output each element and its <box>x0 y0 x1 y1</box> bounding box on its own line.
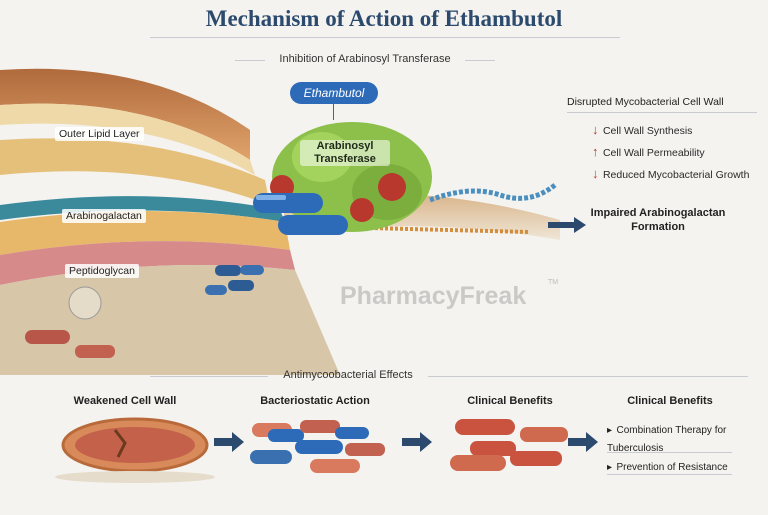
benefit-text-2: Prevention of Resistance <box>616 462 728 473</box>
down-arrow-icon: ↓ <box>592 166 599 181</box>
pink-layer <box>0 241 295 285</box>
benefit-item-2: ▸ Prevention of Resistance <box>607 457 747 475</box>
label-outer-lipid: Outer Lipid Layer <box>55 127 144 141</box>
disrupted-rule <box>567 112 757 113</box>
lipid-band-2 <box>0 103 255 175</box>
triangle-bullet-icon: ▸ <box>607 425 613 436</box>
label-arabinogalactan: Arabinogalactan <box>62 209 146 223</box>
triangle-bullet-icon: ▸ <box>607 462 613 473</box>
right-arrow-icon <box>548 217 586 233</box>
mycolic-columns <box>0 138 270 205</box>
drug-molecule <box>253 193 348 235</box>
disrupted-heading: Disrupted Mycobacterial Cell Wall <box>567 96 724 108</box>
step-clinical-benefits-2: Clinical Benefits <box>627 395 713 407</box>
down-arrow-icon: ↓ <box>592 122 599 137</box>
peptidoglycan-layer <box>0 265 340 375</box>
drug-pointer-line <box>333 104 334 120</box>
top-section-heading: Inhibition of Arabinosyl Transferase <box>279 53 451 65</box>
effect-text-2: Cell Wall Permeability <box>602 147 705 159</box>
step-bacteriostatic: Bacteriostatic Action <box>260 395 370 407</box>
rod-4 <box>240 265 264 275</box>
watermark-text: PharmacyFreak <box>340 282 527 310</box>
effect-row-1: ↓ Cell Wall Synthesis <box>592 121 692 139</box>
orange-bead-chain <box>369 226 531 234</box>
rod-3 <box>205 285 227 295</box>
rod-red-2 <box>75 345 115 358</box>
outer-lipid-band <box>0 68 250 160</box>
benefit-text-1: Combination Therapy for Tuberculosis <box>607 425 727 454</box>
drug-label-pill: Ethambutol <box>290 82 378 104</box>
effect-row-3: ↓ Reduced Mycobacterial Growth <box>592 165 749 183</box>
label-peptidoglycan: Peptidoglycan <box>65 264 139 278</box>
effect-text-1: Cell Wall Synthesis <box>602 125 693 137</box>
watermark-tm: TM <box>548 279 559 286</box>
effect-text-3: Reduced Mycobacterial Growth <box>602 169 750 181</box>
step-weakened-wall: Weakened Cell Wall <box>73 395 177 407</box>
effect-row-2: ↑ Cell Wall Permeability <box>592 143 705 161</box>
bottom-rule-right <box>428 376 748 377</box>
step-clinical-benefits: Clinical Benefits <box>467 395 553 407</box>
bottom-rule-left <box>150 376 268 377</box>
up-arrow-icon: ↑ <box>592 144 599 159</box>
section-rule-left <box>235 60 265 61</box>
enzyme-label: Arabinosyl Transferase <box>300 140 390 166</box>
impaired-formation: Impaired Arabinogalactan Formation <box>590 207 726 233</box>
blue-bead-chain <box>429 183 557 203</box>
page-title: Mechanism of Action of Ethambutol <box>205 6 563 31</box>
section-rule-right <box>465 60 495 61</box>
rod-red-1 <box>25 330 70 344</box>
benefit-divider <box>607 452 732 453</box>
rod-2 <box>228 280 254 291</box>
cell-cluster <box>68 286 102 320</box>
benefit-item-1: ▸ Combination Therapy for Tuberculosis <box>607 420 747 456</box>
rod-1 <box>215 265 241 276</box>
bottom-section-heading: Antimycoobacterial Effects <box>283 369 413 381</box>
benefit-divider-2 <box>607 474 732 475</box>
title-divider <box>150 37 620 38</box>
bottom-illustrations <box>55 417 598 483</box>
